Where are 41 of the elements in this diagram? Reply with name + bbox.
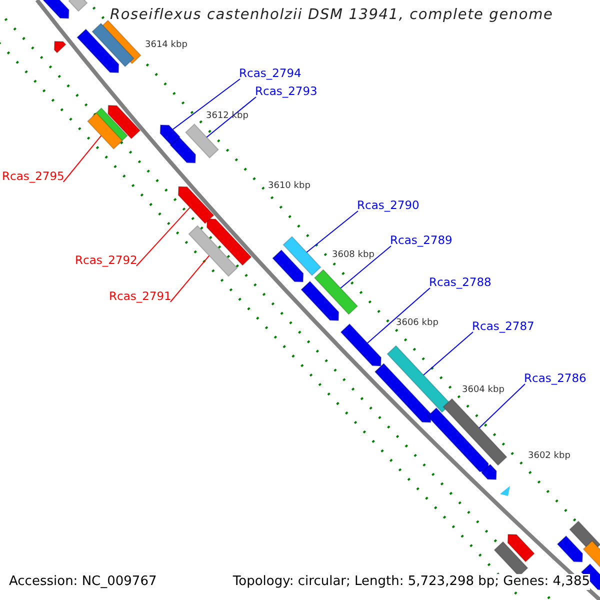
- gene-bar: [386, 345, 452, 413]
- gene-bar: [76, 28, 120, 74]
- leader-line: [423, 332, 474, 376]
- gene-label: Rcas_2793: [255, 84, 318, 98]
- gene-bar: [282, 236, 322, 276]
- gene-label: Rcas_2789: [390, 233, 452, 247]
- tick-label: 3608 kbp: [332, 250, 374, 260]
- tick-label: 3604 kbp: [462, 385, 504, 395]
- leader-line: [478, 384, 526, 428]
- gene-bar: [340, 323, 382, 366]
- leader-line: [172, 78, 240, 130]
- gene-bar: [442, 398, 508, 466]
- tick-label: 3602 kbp: [528, 451, 570, 461]
- gene-bar: [86, 112, 124, 150]
- leader-line: [170, 255, 210, 302]
- gene-label: Rcas_2787: [472, 319, 534, 333]
- gene-label: Rcas_2794: [239, 66, 302, 80]
- tick-label: 3612 kbp: [206, 111, 248, 121]
- title: Roseiflexus castenholzii DSM 13941, complete genome: [110, 8, 554, 22]
- gene-bar: [188, 225, 238, 277]
- genome-info-text: Topology: circular; Length: 5,723,298 bp; Genes: 4,385: [232, 574, 590, 590]
- gene-label: Rcas_2788: [429, 275, 492, 289]
- gene-label: Rcas_2790: [357, 198, 420, 212]
- gene-bar: [314, 268, 358, 316]
- leader-line: [136, 206, 190, 266]
- leader-line: [306, 210, 358, 253]
- gene-bar: [178, 186, 214, 224]
- leader-line: [340, 246, 392, 289]
- gene-label: Rcas_2792: [75, 253, 138, 267]
- gene-label: Rcas_2795: [2, 169, 64, 183]
- leader-line: [206, 96, 256, 138]
- tick-label: 3606 kbp: [396, 318, 438, 328]
- accession-text: Accession: NC_009767: [9, 574, 157, 590]
- tick-label: 3614 kbp: [145, 40, 188, 50]
- tick-label: 3610 kbp: [268, 181, 310, 191]
- gene-bar: [184, 123, 220, 159]
- leader-line: [367, 288, 430, 344]
- leader-line: [62, 135, 102, 182]
- gene-label: Rcas_2791: [109, 289, 172, 303]
- gene-label: Rcas_2786: [524, 371, 586, 385]
- gene-bar: [160, 124, 181, 146]
